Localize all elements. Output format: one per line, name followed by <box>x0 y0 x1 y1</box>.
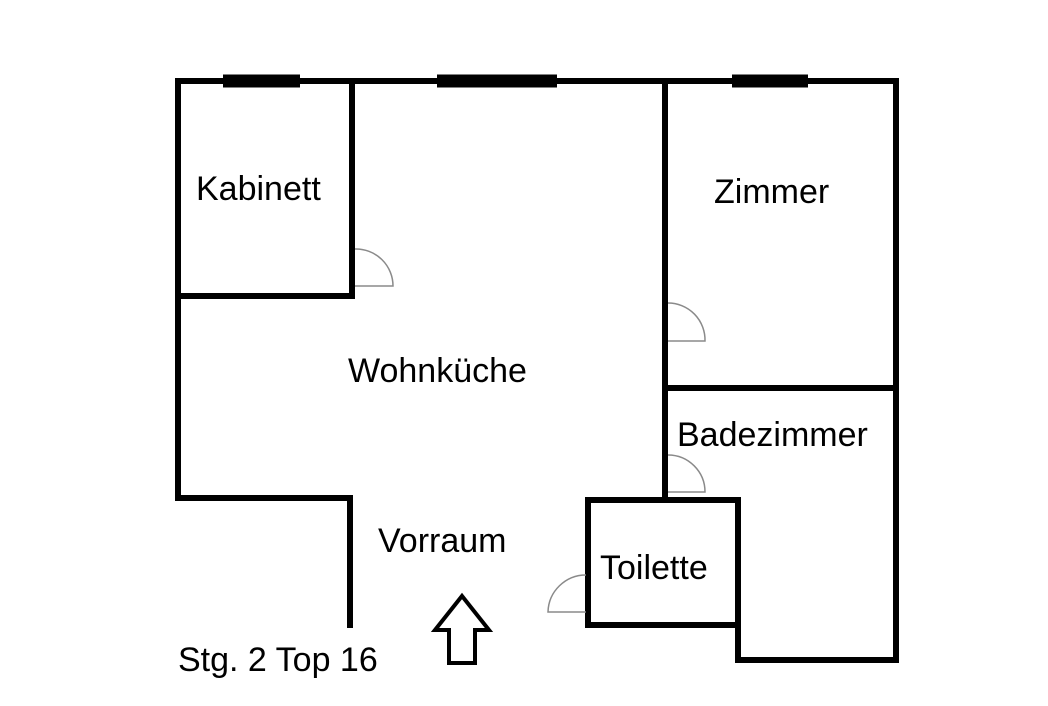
label-zimmer: Zimmer <box>714 173 829 211</box>
door-toilette <box>547 574 587 613</box>
door-zimmer <box>667 302 706 342</box>
label-vorraum: Vorraum <box>378 522 507 560</box>
label-badezimmer: Badezimmer <box>677 416 868 454</box>
walls <box>175 78 899 663</box>
door-badezimmer <box>667 454 706 493</box>
unit-label: Stg. 2 Top 16 <box>178 641 378 679</box>
label-toilette: Toilette <box>600 549 708 587</box>
doors <box>354 248 706 613</box>
label-wohnkueche: Wohnküche <box>348 352 527 390</box>
room-labels: Kabinett Zimmer Wohnküche Badezimmer Vor… <box>196 170 868 587</box>
door-kabinett <box>354 248 394 287</box>
label-kabinett: Kabinett <box>196 170 321 208</box>
entrance-arrow-icon <box>430 592 494 665</box>
